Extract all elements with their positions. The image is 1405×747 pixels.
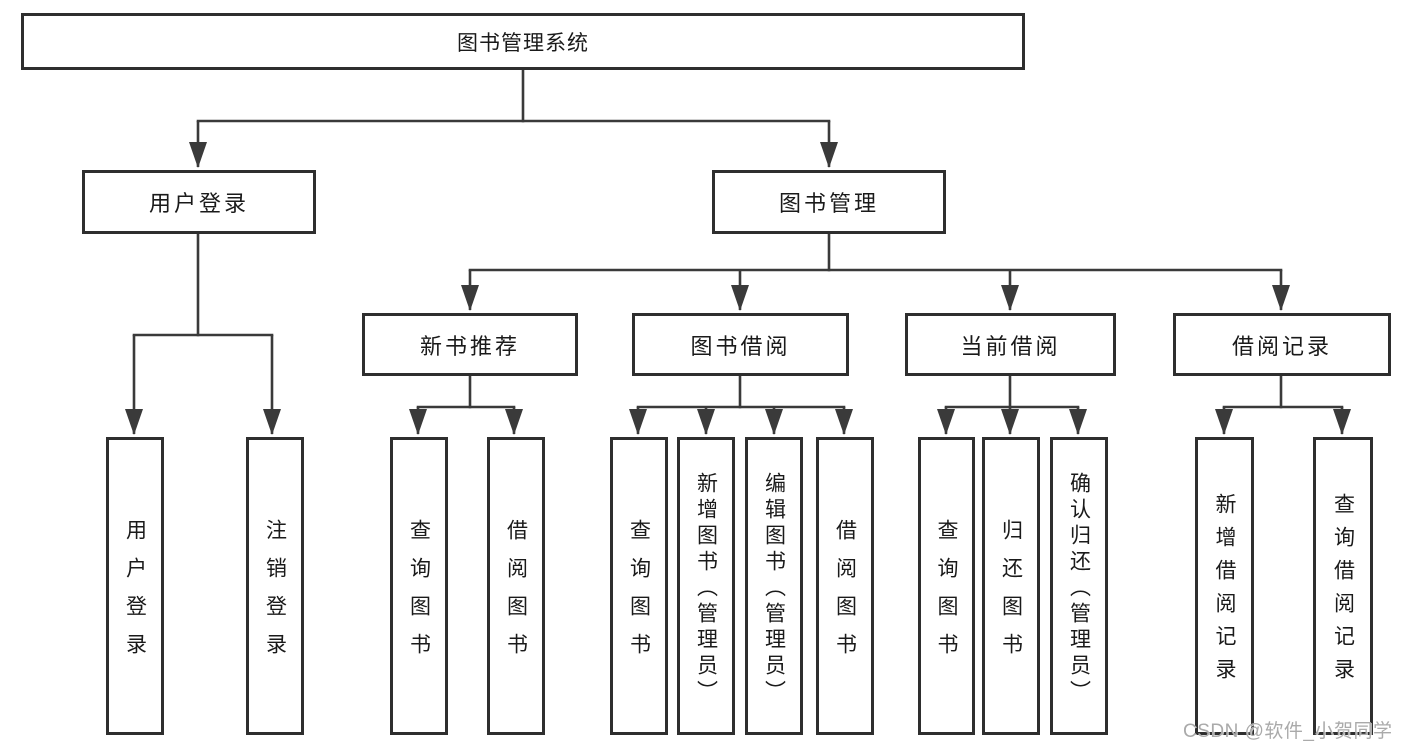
node-leaf-query-books-borrow: 查询图书 [610, 437, 668, 735]
node-leaf-confirm-return-admin: 确认归还（管理员） [1050, 437, 1108, 735]
node-label: 借阅图书 [833, 518, 857, 671]
node-label: 新增图书（管理员） [694, 471, 718, 706]
node-leaf-add-borrow-record: 新增借阅记录 [1195, 437, 1254, 735]
node-user-login: 用户登录 [82, 170, 316, 234]
node-root: 图书管理系统 [21, 13, 1025, 70]
node-label: 图书借阅 [690, 333, 791, 359]
node-new-book-recommend: 新书推荐 [362, 313, 578, 376]
node-leaf-add-books-admin: 新增图书（管理员） [677, 437, 735, 735]
node-label: 新增借阅记录 [1213, 493, 1236, 691]
node-current-borrow: 当前借阅 [905, 313, 1116, 376]
csdn-watermark: CSDN @软件_小贺同学 [1183, 721, 1393, 742]
node-label: 注销登录 [263, 518, 287, 671]
node-leaf-query-books-current: 查询图书 [918, 437, 975, 735]
node-label: 图书管理 [778, 191, 879, 216]
node-book-borrow: 图书借阅 [632, 313, 849, 376]
node-label: 图书管理系统 [457, 31, 589, 55]
node-leaf-borrow-books-recommend: 借阅图书 [487, 437, 545, 735]
node-leaf-borrow-books-borrow: 借阅图书 [816, 437, 874, 735]
node-label: 编辑图书（管理员） [762, 471, 786, 706]
node-leaf-query-books-recommend: 查询图书 [390, 437, 448, 735]
node-label: 查询借阅记录 [1331, 493, 1355, 691]
node-leaf-user-login: 用户登录 [106, 437, 164, 735]
node-leaf-return-books: 归还图书 [982, 437, 1040, 735]
node-label: 确认归还（管理员） [1067, 471, 1091, 706]
node-label: 新书推荐 [419, 333, 520, 359]
node-label: 借阅图书 [504, 518, 528, 671]
node-label: 用户登录 [123, 518, 147, 671]
node-book-management: 图书管理 [712, 170, 946, 234]
node-label: 查询图书 [935, 518, 958, 671]
node-label: 用户登录 [148, 191, 249, 216]
node-leaf-logout: 注销登录 [246, 437, 304, 735]
node-label: 归还图书 [999, 518, 1023, 671]
node-leaf-edit-books-admin: 编辑图书（管理员） [745, 437, 803, 735]
node-label: 查询图书 [407, 518, 431, 671]
node-leaf-query-borrow-record: 查询借阅记录 [1313, 437, 1373, 735]
node-label: 借阅记录 [1231, 333, 1332, 359]
node-borrow-records: 借阅记录 [1173, 313, 1391, 376]
node-label: 当前借阅 [960, 333, 1061, 359]
node-label: 查询图书 [627, 518, 651, 671]
